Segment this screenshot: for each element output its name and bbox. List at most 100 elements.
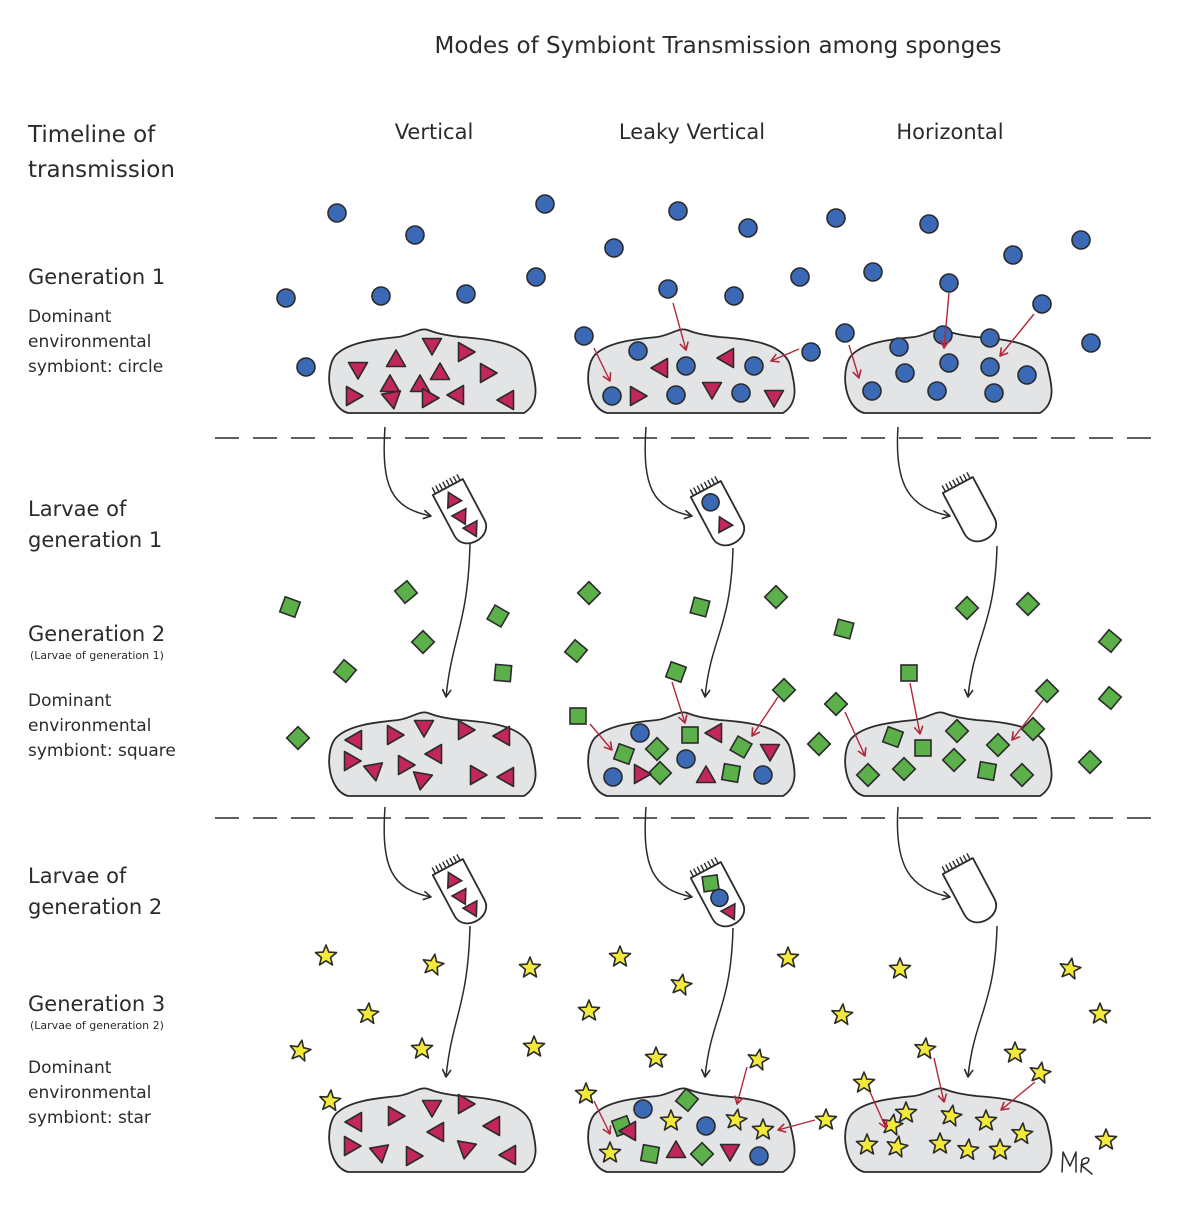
generation3-label: Generation 3 <box>28 992 166 1016</box>
star-symbiont <box>974 1109 998 1131</box>
larva-triangle-symbiont <box>461 519 478 538</box>
circle-symbiont <box>738 218 758 238</box>
larva-cilium <box>710 477 716 485</box>
triangle-symbiont <box>479 362 498 384</box>
circle-symbiont <box>862 381 882 401</box>
larva-cilium <box>435 485 440 493</box>
circle-symbiont <box>526 267 546 287</box>
larva-cilium <box>452 855 458 863</box>
uptake-arrow <box>672 302 689 351</box>
triangle-symbiont <box>397 754 416 776</box>
star-symbiont <box>577 999 601 1021</box>
triangle-symbiont <box>421 337 443 356</box>
star-symbiont <box>928 1132 952 1154</box>
circle-symbiont <box>630 723 650 743</box>
triangle-symbiont <box>496 389 515 411</box>
star-symbiont <box>670 973 693 996</box>
uptake-arrow <box>734 1066 748 1105</box>
uptake-arrow <box>751 696 779 737</box>
triangle-symbiont <box>496 766 515 788</box>
square-symbiont <box>881 725 905 749</box>
triangle-symbiont <box>719 1143 741 1162</box>
star-symbiont <box>894 1101 918 1123</box>
triangle-symbiont <box>343 750 362 772</box>
larva-cilium <box>445 859 451 867</box>
triangle-symbiont <box>701 381 723 400</box>
triangle-symbiont <box>629 385 648 407</box>
star-symbiont <box>357 1002 380 1025</box>
star-symbiont <box>1029 1061 1052 1084</box>
star-symbiont <box>574 1082 598 1104</box>
larva-cilium <box>431 487 437 494</box>
circle-symbiont <box>1071 230 1091 250</box>
circle-symbiont <box>628 341 648 361</box>
square-symbiont <box>806 731 832 757</box>
larva-cilium <box>710 858 716 866</box>
circle-symbiont <box>927 381 947 401</box>
uptake-arrow <box>1000 1081 1036 1111</box>
triangle-symbiont <box>482 1115 501 1137</box>
triangle-symbiont <box>469 764 488 786</box>
settlement-arrow <box>963 545 998 698</box>
square-symbiont <box>612 742 636 766</box>
generation3-sublabel: (Larvae of generation 2) <box>30 1019 164 1032</box>
larva-release-arrow <box>644 806 693 901</box>
square-symbiont <box>1020 716 1046 742</box>
square-symbiont <box>833 618 855 640</box>
larva-release-arrow <box>896 806 951 901</box>
larva-cilium <box>714 856 719 864</box>
larva-cilium <box>707 860 712 868</box>
larva-triangle-symbiont <box>446 490 464 510</box>
triangle-symbiont <box>405 1145 424 1167</box>
star-symbiont <box>1059 957 1082 980</box>
larva-cilium <box>442 861 447 869</box>
circle-symbiont <box>980 328 1000 348</box>
square-symbiont <box>689 1141 715 1167</box>
star-symbiont <box>914 1037 937 1060</box>
square-symbiont <box>569 707 587 725</box>
circle-symbiont <box>826 208 846 228</box>
star-symbiont <box>988 1138 1012 1160</box>
triangle-symbiont <box>345 385 364 407</box>
larva-cilium <box>452 475 458 483</box>
circle-symbiont <box>801 342 821 362</box>
square-symbiont <box>664 660 688 684</box>
triangle-symbiont <box>759 743 781 762</box>
circle-symbiont <box>371 286 391 306</box>
larva-cilium <box>703 481 709 489</box>
triangle-symbiont <box>456 1140 478 1160</box>
generation3-desc-line1: Dominant <box>28 1058 112 1078</box>
larva-cilium <box>696 866 702 874</box>
triangle-symbiont <box>344 1111 363 1133</box>
star-symbiont <box>747 1048 770 1071</box>
circle-symbiont <box>753 765 773 785</box>
triangle-symbiont <box>380 390 402 410</box>
larva-body <box>941 476 998 543</box>
square-symbiont <box>763 584 789 610</box>
star-symbiont <box>957 1138 980 1161</box>
square-symbiont <box>941 747 967 773</box>
square-symbiont <box>639 1143 661 1165</box>
triangle-symbiont <box>426 1121 445 1143</box>
larva-cilium <box>952 479 957 487</box>
generation3-description: Dominant environmental symbiont: star <box>28 1056 151 1131</box>
triangle-symbiont <box>446 384 465 406</box>
circle-symbiont <box>749 1146 769 1166</box>
larva-cilium <box>962 473 968 481</box>
triangle-symbiont <box>650 357 669 379</box>
generation1-label: Generation 1 <box>28 265 166 289</box>
larva <box>431 853 488 925</box>
circle-symbiont <box>1017 365 1037 385</box>
circle-symbiont <box>633 1099 653 1119</box>
triangle-symbiont <box>421 387 440 409</box>
square-symbiont <box>576 580 602 606</box>
square-symbiont <box>900 664 918 682</box>
star-symbiont <box>522 1035 546 1057</box>
larva-cilium <box>700 483 705 491</box>
square-symbiont <box>681 726 699 744</box>
star-symbiont <box>319 1089 342 1112</box>
larva-cilium <box>435 865 440 873</box>
circle-symbiont <box>296 357 316 377</box>
triangle-symbiont <box>409 374 431 393</box>
triangle-symbiont <box>695 765 717 784</box>
